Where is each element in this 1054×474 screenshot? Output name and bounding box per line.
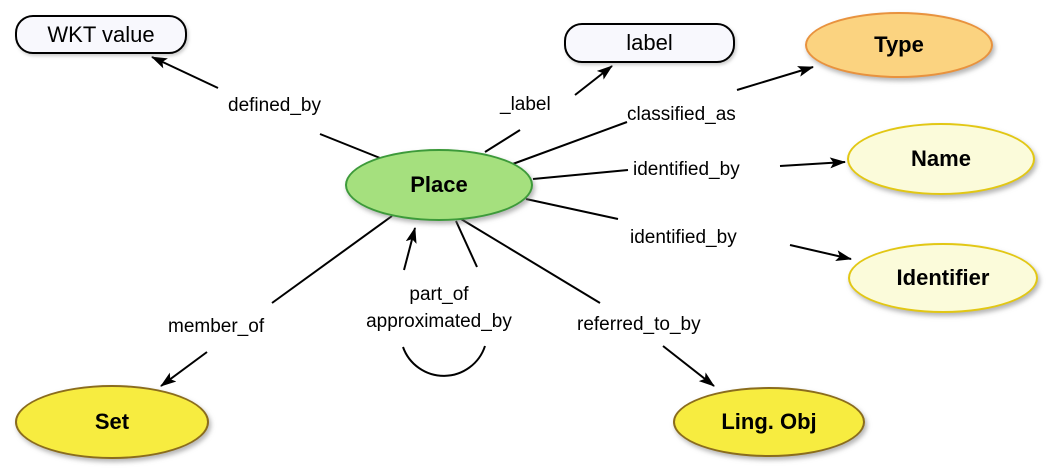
edge-identified-by-name-seg2: [779, 157, 846, 169]
node-wkt-value: WKT value: [15, 15, 187, 54]
node-name: Name: [847, 123, 1035, 195]
edge-classified-as-seg2: [736, 66, 814, 91]
node-place: Place: [345, 149, 533, 221]
edge-label-member-of: member_of: [168, 316, 265, 337]
node-type: Type: [805, 12, 993, 78]
edge-identified-by-identifier-seg2: [789, 244, 852, 262]
edge-label-seg2: [574, 65, 613, 96]
edge-label-label: _label: [500, 94, 551, 115]
edge-label-classified-as: classified_as: [627, 104, 736, 125]
node-identifier: Identifier: [848, 243, 1038, 313]
edge-identified-by-name-seg1: [532, 169, 629, 180]
edge-label-referred-to-by: referred_to_by: [577, 314, 701, 335]
edge-label-self-loop: part_of approximated_by: [345, 281, 533, 335]
edge-self-loop-out: [455, 220, 478, 268]
edge-self-loop-in: [403, 227, 417, 271]
node-set: Set: [15, 385, 209, 459]
node-label: label: [564, 23, 735, 63]
edge-defined-by-seg2: [151, 56, 219, 89]
edge-label-part-of: part_of: [409, 284, 469, 305]
edge-defined-by-seg1: [319, 133, 381, 159]
edge-identified-by-identifier-seg1: [525, 198, 619, 220]
edge-label-identified-by-identifier: identified_by: [630, 227, 737, 248]
edge-label-seg1: [484, 129, 521, 153]
edge-referred-to-by-seg1: [460, 218, 601, 304]
edge-referred-to-by-seg2: [662, 345, 715, 387]
edge-label-approximated-by: approximated_by: [366, 311, 512, 332]
edge-label-identified-by-name: identified_by: [633, 159, 740, 180]
node-ling-obj: Ling. Obj: [673, 387, 865, 457]
edge-classified-as-seg1: [509, 121, 628, 166]
edge-self-loop-arc: [402, 345, 486, 377]
edge-member-of-seg2: [160, 351, 208, 387]
edge-label-defined-by: defined_by: [228, 95, 321, 116]
edge-member-of-seg1: [271, 215, 393, 304]
